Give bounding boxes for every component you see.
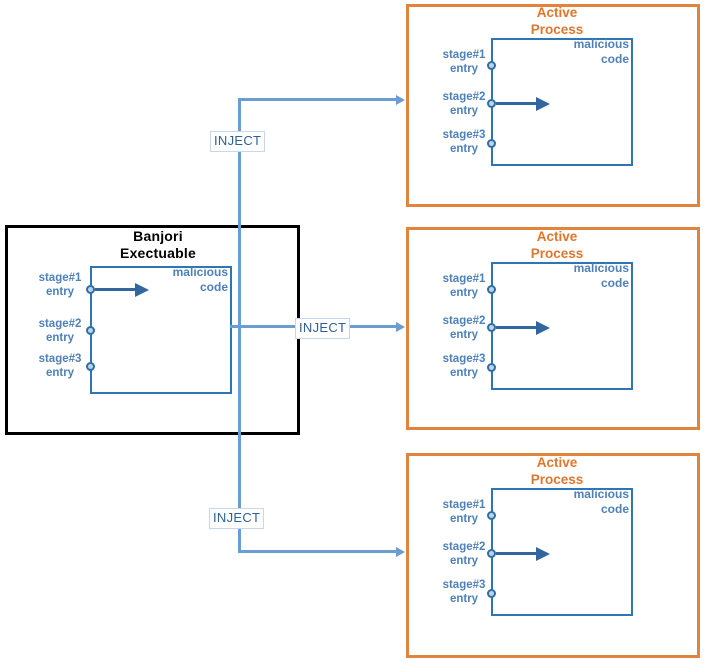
ap3-stage3-line1: stage#3 <box>442 579 486 591</box>
ap2-stage1-line2: entry <box>449 287 479 299</box>
active-process-frame-3 <box>406 453 700 658</box>
active-process-title-3: Active Process <box>497 454 617 488</box>
banjori-stage3-line1: stage#3 <box>38 353 82 365</box>
banjori-stage2-line2: entry <box>45 332 75 344</box>
ap2-stage2-line2: entry <box>449 329 479 341</box>
inject-label-bottom[interactable]: INJECT <box>209 508 265 529</box>
ap3-stage2-line2: entry <box>449 555 479 567</box>
ap1-stage1-line1: stage#1 <box>442 49 486 61</box>
active-process-malicious-code-label-1: malicious code <box>561 37 629 67</box>
banjori-malicious-code-label: malicious code <box>160 265 228 295</box>
ap3-stage3-label: stage#3 entry <box>431 578 497 606</box>
ap3-stage2-label: stage#2 entry <box>431 540 497 568</box>
banjori-malicious-line1: malicious <box>172 265 228 279</box>
banjori-stage2-line1: stage#2 <box>38 318 82 330</box>
ap3-stage1-entry-dot <box>487 511 496 520</box>
ap2-stage2-line1: stage#2 <box>442 315 486 327</box>
ap1-malicious-line1: malicious <box>573 37 629 51</box>
banjori-title-line2: Exectuable <box>120 245 196 261</box>
ap1-stage1-entry-dot <box>487 61 496 70</box>
active-process-title-1-line1: Active <box>536 5 578 20</box>
active-process-malicious-code-label-2: malicious code <box>561 261 629 291</box>
banjori-stage1-entry-dot <box>86 285 95 294</box>
ap2-stage1-label: stage#1 entry <box>431 272 497 300</box>
ap2-stage1-line1: stage#1 <box>442 273 486 285</box>
active-process-title-1: Active Process <box>497 4 617 38</box>
ap3-stage1-line2: entry <box>449 513 479 525</box>
ap1-stage2-line1: stage#2 <box>442 91 486 103</box>
banjori-stage2-label: stage#2 entry <box>27 317 93 345</box>
ap1-stage3-line1: stage#3 <box>442 129 486 141</box>
banjori-executable-title: Banjori Exectuable <box>78 228 238 262</box>
ap1-stage2-label: stage#2 entry <box>431 90 497 118</box>
connector-source-stub <box>230 325 242 328</box>
ap3-malicious-line2: code <box>600 502 629 516</box>
ap3-stage1-label: stage#1 entry <box>431 498 497 526</box>
ap1-stage1-line2: entry <box>449 63 479 75</box>
banjori-stage1-line1: stage#1 <box>38 272 82 284</box>
ap1-stage3-line2: entry <box>449 143 479 155</box>
ap3-stage2-entry-dot <box>487 549 496 558</box>
ap3-malicious-line1: malicious <box>573 487 629 501</box>
ap3-stage1-line1: stage#1 <box>442 499 486 511</box>
active-process-title-3-line2: Process <box>530 472 584 487</box>
ap1-stage2-execution-arrow <box>496 96 550 111</box>
active-process-title-2-line1: Active <box>536 229 578 244</box>
ap3-stage2-line1: stage#2 <box>442 541 486 553</box>
ap1-stage2-entry-dot <box>487 99 496 108</box>
ap1-stage2-line2: entry <box>449 105 479 117</box>
ap2-stage3-line1: stage#3 <box>442 353 486 365</box>
ap2-stage2-entry-dot <box>487 323 496 332</box>
banjori-stage3-line2: entry <box>45 367 75 379</box>
connector-branch-top <box>238 94 405 105</box>
banjori-stage1-label: stage#1 entry <box>27 271 93 299</box>
active-process-title-1-line2: Process <box>530 22 584 37</box>
active-process-title-2: Active Process <box>497 228 617 262</box>
banjori-malicious-line2: code <box>199 280 228 294</box>
ap2-stage3-entry-dot <box>487 363 496 372</box>
ap2-stage1-entry-dot <box>487 285 496 294</box>
ap2-malicious-line1: malicious <box>573 261 629 275</box>
ap3-stage3-entry-dot <box>487 589 496 598</box>
banjori-stage2-entry-dot <box>86 326 95 335</box>
connector-branch-bottom <box>238 546 405 557</box>
ap2-stage3-line2: entry <box>449 367 479 379</box>
inject-label-middle[interactable]: INJECT <box>295 318 351 339</box>
ap2-malicious-line2: code <box>600 276 629 290</box>
banjori-stage3-entry-dot <box>86 362 95 371</box>
ap2-stage3-label: stage#3 entry <box>431 352 497 380</box>
banjori-title-line1: Banjori <box>133 228 183 244</box>
ap3-stage3-line2: entry <box>449 593 479 605</box>
banjori-stage1-execution-arrow <box>95 282 149 297</box>
inject-label-top[interactable]: INJECT <box>210 131 266 152</box>
ap1-stage3-label: stage#3 entry <box>431 128 497 156</box>
ap1-stage3-entry-dot <box>487 139 496 148</box>
active-process-malicious-code-label-3: malicious code <box>561 487 629 517</box>
ap3-stage2-execution-arrow <box>496 546 550 561</box>
ap1-stage1-label: stage#1 entry <box>431 48 497 76</box>
ap1-malicious-line2: code <box>600 52 629 66</box>
active-process-title-2-line2: Process <box>530 246 584 261</box>
banjori-inner-process-box <box>90 266 232 394</box>
ap2-stage2-execution-arrow <box>496 320 550 335</box>
banjori-stage1-line2: entry <box>45 286 75 298</box>
ap2-stage2-label: stage#2 entry <box>431 314 497 342</box>
active-process-title-3-line1: Active <box>536 455 578 470</box>
banjori-stage3-label: stage#3 entry <box>27 352 93 380</box>
